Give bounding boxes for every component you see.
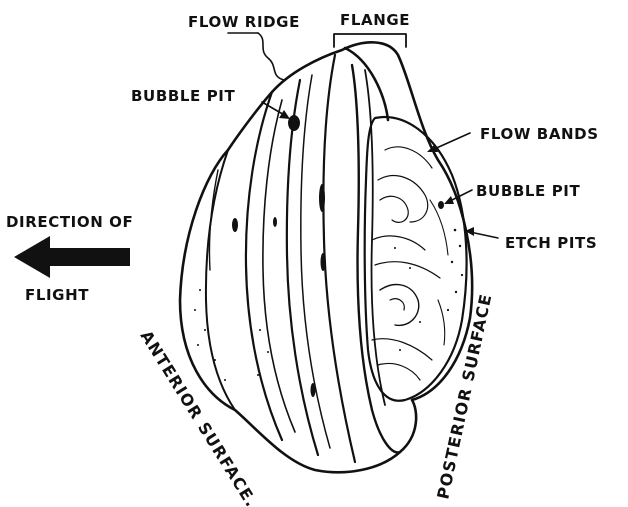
- label-flange: FLANGE: [340, 11, 410, 29]
- label-bubble-pit-left: BUBBLE PIT: [131, 87, 235, 105]
- label-bubble-pit-right: BUBBLE PIT: [476, 182, 580, 200]
- label-posterior-surface: POSTERIOR SURFACE: [433, 292, 495, 501]
- tektite-body: [180, 42, 472, 472]
- label-flow-ridge: FLOW RIDGE: [188, 13, 300, 31]
- arrow-left-icon: [14, 236, 130, 278]
- label-flow-bands: FLOW BANDS: [480, 125, 599, 143]
- label-etch-pits: ETCH PITS: [505, 234, 597, 252]
- label-flight: FLIGHT: [25, 286, 89, 304]
- label-direction-of: DIRECTION OF: [6, 213, 133, 231]
